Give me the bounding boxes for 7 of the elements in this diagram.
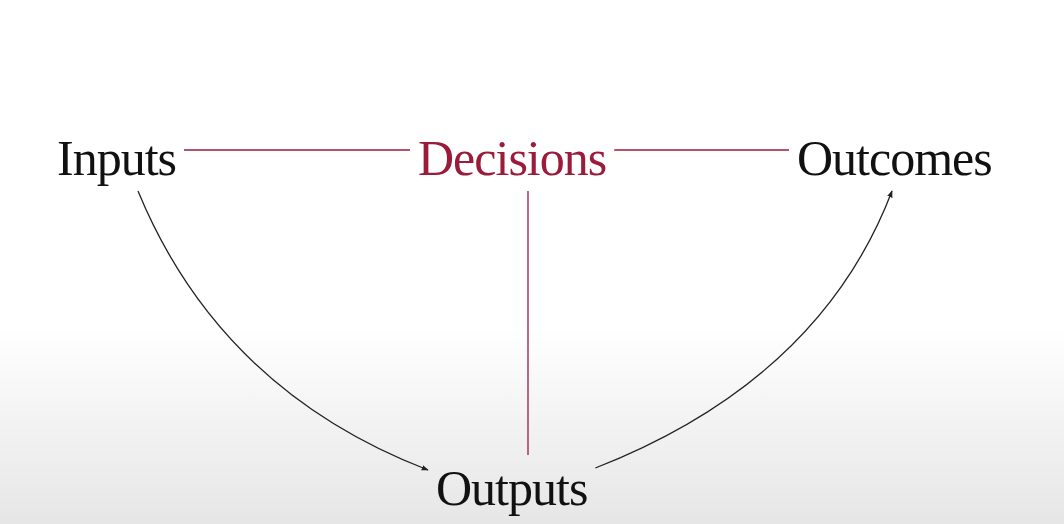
node-label: Outcomes: [797, 133, 992, 183]
connector-line: [613, 149, 790, 151]
curved-arrow: [137, 190, 429, 471]
node-label: Decisions: [418, 133, 607, 183]
curved-arrow: [594, 190, 893, 469]
connector-line: [527, 190, 529, 456]
connector-line: [183, 149, 411, 151]
